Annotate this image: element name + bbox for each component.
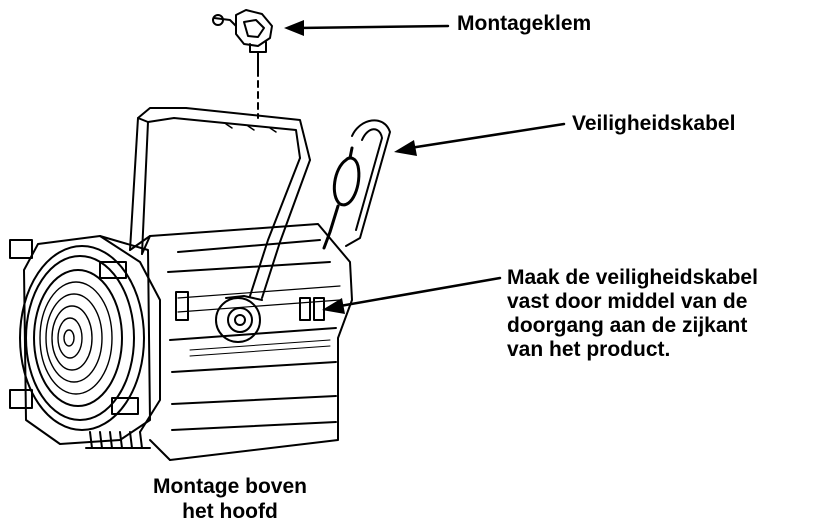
label-instruction: Maak de veiligheidskabel vast door midde…: [507, 266, 758, 362]
leader-clamp: [284, 20, 450, 36]
instruction-line: doorgang aan de zijkant: [507, 314, 748, 337]
caption-overhead-mounting: Montage boven het hoofd: [120, 474, 340, 524]
caption-line: Montage boven: [152, 475, 307, 498]
instruction-line: vast door middel van de: [507, 290, 748, 313]
leader-passage: [322, 276, 502, 314]
label-safety-cable: Veiligheidskabel: [572, 112, 736, 135]
fixture-body: [129, 223, 353, 461]
caption-line: het hoofd: [182, 500, 278, 523]
leader-cable: [394, 122, 566, 156]
instruction-line: van het product.: [507, 338, 671, 361]
yoke-bracket: [129, 107, 311, 299]
front-lens: [9, 235, 171, 461]
yoke-knob: [215, 295, 263, 343]
instruction-line: Maak de veiligheidskabel: [507, 266, 758, 289]
safety-cable: [322, 119, 391, 250]
mounting-clamp-icon: [212, 9, 273, 71]
label-mounting-clamp: Montageklem: [457, 12, 592, 35]
